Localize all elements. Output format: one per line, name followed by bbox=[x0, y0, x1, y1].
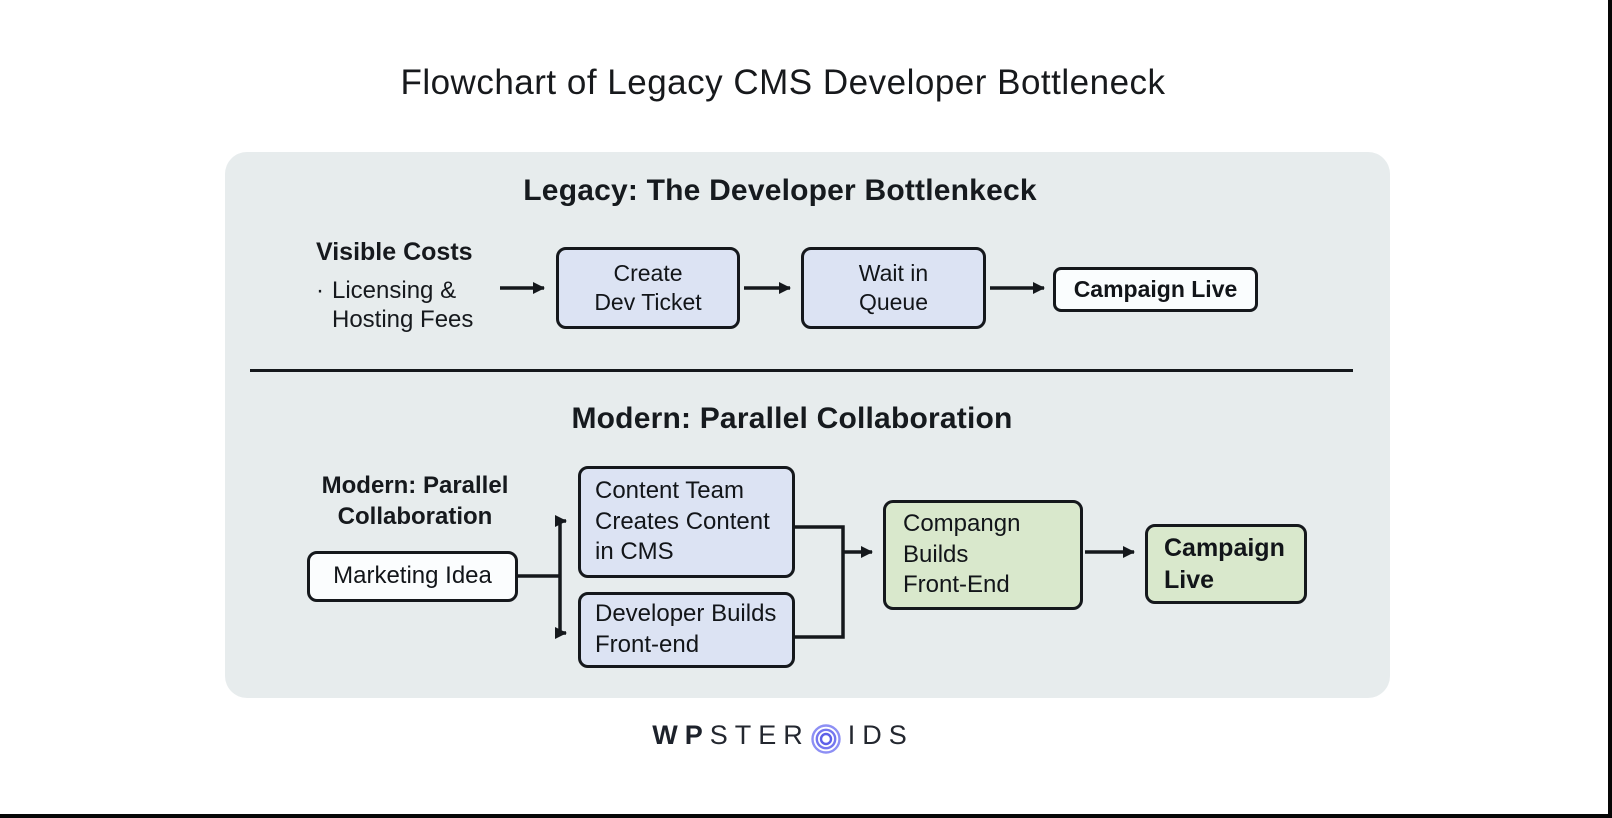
node-campaign-builds-frontend: Compangn Builds Front-End bbox=[883, 500, 1083, 610]
node-marketing-idea: Marketing Idea bbox=[307, 551, 518, 602]
page-title: Flowchart of Legacy CMS Developer Bottle… bbox=[400, 63, 1166, 102]
legacy-section-heading: Legacy: The Developer Bottlenkeck bbox=[523, 174, 1037, 207]
visible-costs-bullet-text: Licensing & Hosting Fees bbox=[332, 277, 474, 334]
node-campaign-live-legacy: Campaign Live bbox=[1053, 267, 1258, 312]
section-divider bbox=[250, 369, 1353, 372]
visible-costs-block: Visible Costs · Licensing & Hosting Fees bbox=[316, 238, 516, 335]
steroids-arcs-icon bbox=[811, 723, 841, 754]
visible-costs-heading: Visible Costs bbox=[316, 238, 473, 266]
frame-edge-bottom bbox=[0, 814, 1612, 818]
node-wait-in-queue: Wait in Queue bbox=[801, 247, 986, 329]
modern-section-heading: Modern: Parallel Collaboration bbox=[571, 402, 1013, 435]
logo-ster: STER bbox=[709, 719, 810, 750]
wpsteroids-logo: WP STER IDS bbox=[0, 714, 1566, 756]
visible-costs-bullet: · Licensing & Hosting Fees bbox=[316, 276, 516, 335]
node-content-team: Content Team Creates Content in CMS bbox=[578, 466, 795, 578]
node-developer-builds: Developer Builds Front-end bbox=[578, 592, 795, 668]
node-create-dev-ticket: Create Dev Ticket bbox=[556, 247, 740, 329]
logo-ids: IDS bbox=[847, 719, 914, 750]
logo-wp: WP bbox=[652, 719, 710, 750]
node-campaign-live-modern: Campaign Live bbox=[1145, 524, 1307, 604]
bullet-dot: · bbox=[316, 277, 324, 304]
frame-edge-right bbox=[1608, 0, 1612, 818]
modern-side-label: Modern: Parallel Collaboration bbox=[321, 472, 509, 531]
